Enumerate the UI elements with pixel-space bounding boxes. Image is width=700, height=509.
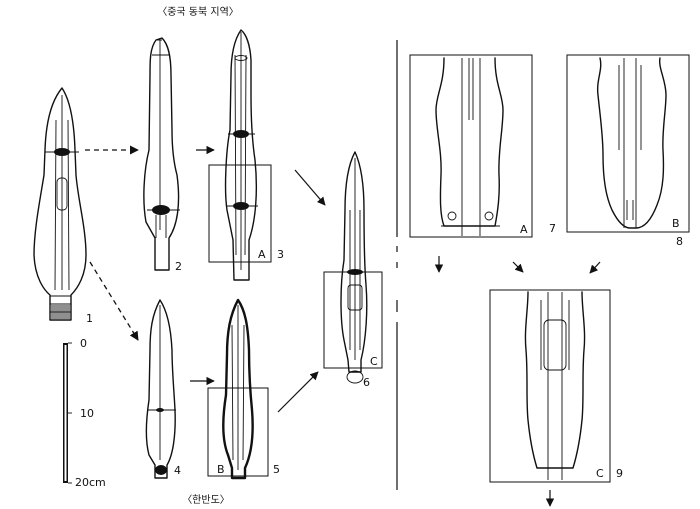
dagger-2: 2 bbox=[143, 37, 182, 273]
figure-number-9: 9 bbox=[616, 467, 623, 480]
figure-number-8: 8 bbox=[676, 235, 683, 248]
dagger-6: C 6 bbox=[323, 151, 383, 389]
scale-bar: 0 10 20cm bbox=[63, 337, 106, 489]
box-letter-c-large: C bbox=[596, 467, 604, 480]
box-letter-c-small: C bbox=[370, 355, 378, 368]
figure-number-4: 4 bbox=[174, 464, 181, 477]
dagger-5: B 5 bbox=[207, 298, 280, 480]
dagger-3: A 3 bbox=[208, 29, 284, 281]
scale-tick-20cm: 20cm bbox=[75, 476, 106, 489]
detail-box-a-on-dagger-3 bbox=[208, 164, 272, 263]
dagger-1: 1 bbox=[33, 87, 93, 325]
detail-box-c-on-dagger-6 bbox=[323, 271, 383, 369]
figure-number-1: 1 bbox=[86, 312, 93, 325]
detail-panel-b: B 8 bbox=[566, 54, 690, 248]
detail-box-b-on-dagger-5 bbox=[207, 387, 269, 477]
figure-number-6: 6 bbox=[363, 376, 370, 389]
caption-korean-peninsula: 〈한반도〉 bbox=[182, 494, 230, 506]
arrows-left bbox=[85, 145, 326, 413]
caption-northeast-china: 〈중국 동북 지역〉 bbox=[157, 6, 239, 18]
figure-number-3: 3 bbox=[277, 248, 284, 261]
scale-tick-0: 0 bbox=[80, 337, 87, 350]
box-letter-a-small: A bbox=[258, 248, 266, 261]
figure-number-2: 2 bbox=[175, 260, 182, 273]
box-letter-b-large: B bbox=[672, 217, 680, 230]
figure-number-7: 7 bbox=[549, 222, 556, 235]
figure-number-5: 5 bbox=[273, 463, 280, 476]
box-letter-a-large: A bbox=[520, 223, 528, 236]
detail-panel-a: A 7 bbox=[409, 54, 556, 238]
scale-tick-10: 10 bbox=[80, 407, 94, 420]
arrows-right bbox=[434, 256, 601, 507]
dagger-4: 4 bbox=[145, 299, 181, 479]
detail-panel-c: C 9 bbox=[489, 289, 623, 483]
box-letter-b-small: B bbox=[217, 463, 225, 476]
